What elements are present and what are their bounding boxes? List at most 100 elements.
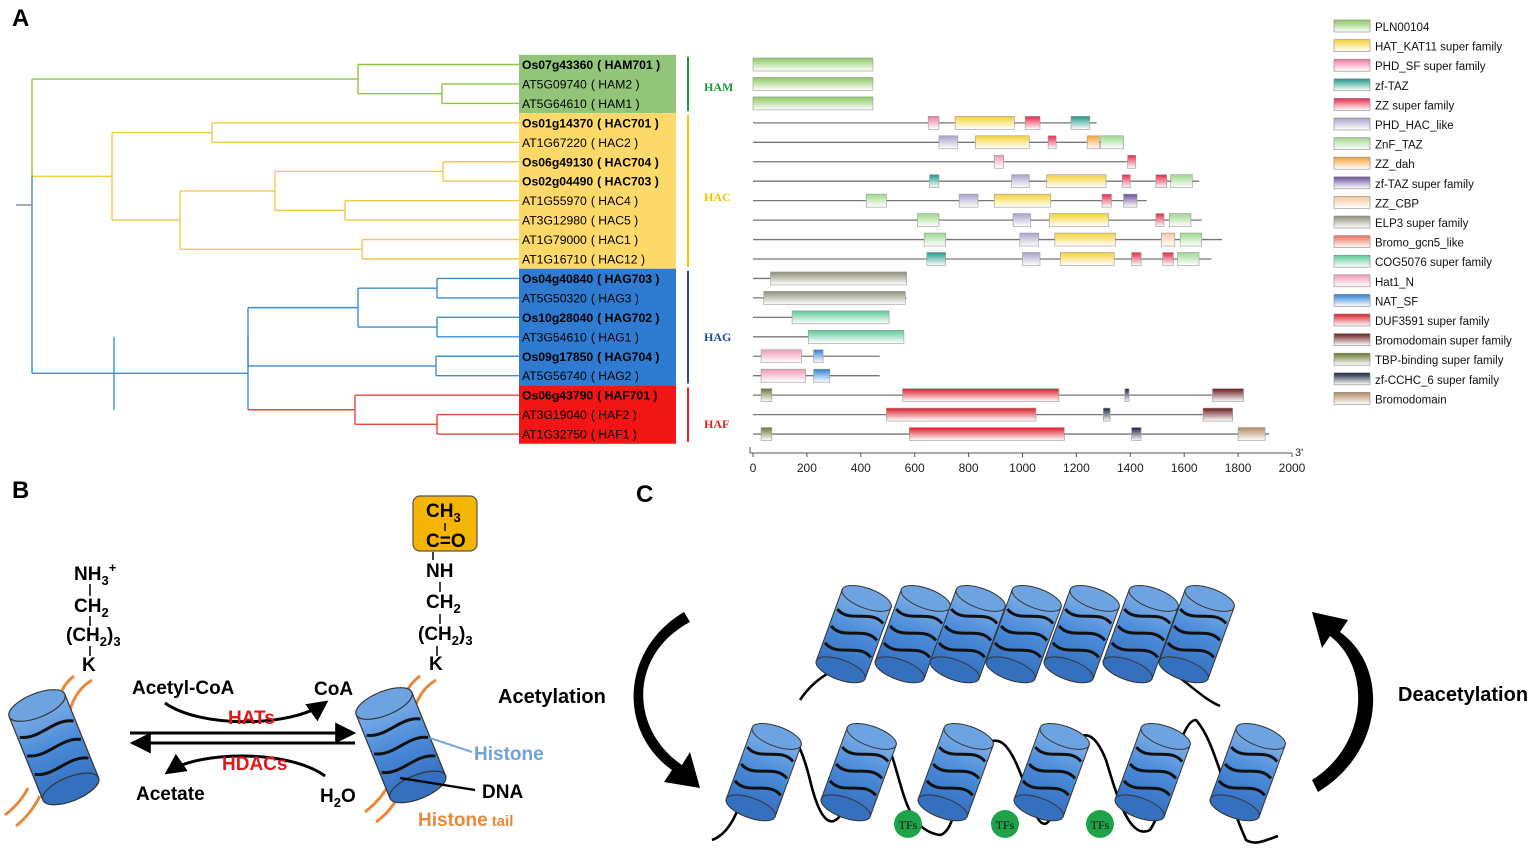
acetylation-label: Acetylation [498,686,606,708]
protein-domain [1202,407,1234,422]
dna-strand [381,754,436,774]
nucleosome [929,584,1006,684]
dna-strand [1051,641,1100,659]
dna-strand [950,607,999,625]
group-label: HAM [704,80,733,94]
dna-strand [1135,745,1184,763]
nucleosome [1013,722,1090,822]
gene-name: ( HAF2 ) [591,408,637,422]
dna-strand [834,762,884,780]
legend-swatch [1333,19,1371,33]
lysine-k-label: K [82,655,96,676]
dna-strand [993,641,1042,659]
protein-domain [1169,213,1192,227]
protein-domain [938,135,959,150]
protein-domain [752,57,874,72]
protein-domain [902,388,1060,402]
protein-domain [752,96,874,111]
protein-domain [1162,252,1174,266]
gene-label: AT1G55970( HAC4 ) [522,194,638,208]
protein-domain [1049,213,1110,227]
gene-name: ( HAG704 ) [597,350,659,364]
protein-domain [791,310,890,325]
tail-word: tail [492,813,514,830]
protein-domain [760,368,806,383]
protein-domain [1160,232,1176,247]
transcription-factor-label: TFs [1091,818,1110,832]
legend-swatch [1333,235,1371,248]
compact-chromatin [798,584,1235,708]
gene-name: ( HAM2 ) [591,77,640,91]
legend-swatch [1333,274,1371,288]
legend-swatch [1333,333,1371,346]
gene-label: Os09g17850 ( HAG704 ) [522,350,659,364]
dna-strand [1116,624,1166,642]
legend-swatch [1333,254,1371,268]
acetyl-coa-label: Acetyl-CoA [132,678,235,699]
gene-id: AT5G09740 [522,77,587,91]
hats-label: HATs [228,708,275,729]
legend-swatch [1333,215,1371,229]
gene-label: AT5G50320( HAG3 ) [522,291,639,305]
protein-domain [929,174,940,188]
protein-domain [958,193,979,208]
axis-tick-label: 400 [851,461,871,475]
legend-swatch [1333,117,1371,131]
gene-label: AT3G19040( HAF2 ) [522,408,637,422]
protein-domain [763,291,906,305]
gene-label: Os10g28040( HAG702 ) [522,311,659,325]
axis-tick-label: 1000 [1009,461,1036,475]
protein-domain [1121,174,1131,188]
panel-label-b: B [12,477,29,504]
gene-name: ( HAG702 ) [597,311,659,325]
protein-domain [1100,135,1124,150]
nucleosome-left [4,674,100,828]
lysine-k-label: K [429,654,443,675]
histone-cylinder-top [1039,722,1090,750]
axis-tick-label: 1400 [1117,461,1144,475]
dna-strand [366,717,421,737]
legend-swatch [1333,58,1371,72]
dna-strand [1057,624,1107,642]
protein-domain [926,252,946,266]
histone-tail [4,787,30,817]
legend-label: HAT_KAT11 super family [1375,42,1502,54]
legend-label: ELP3 super family [1375,218,1469,230]
legend-swatch [1333,294,1371,307]
legend-label: ZZ_dah [1375,159,1415,171]
protein-domain [954,116,1015,130]
gene-label: Os06g43790( HAF701 ) [522,389,657,403]
dna-strand [823,641,872,659]
histone-cylinder-top [8,689,66,722]
dna-strand [1034,745,1083,763]
acetate-label: Acetate [136,784,205,805]
dna-strand [1122,779,1171,797]
legend-swatch [1333,98,1371,111]
nucleosome-right [355,674,476,824]
gene-id: Os09g17850 [522,350,593,364]
nucleosome [1209,722,1286,822]
histone-cylinder-top [955,584,1006,612]
legend-swatch [1333,176,1371,190]
protein-domain [886,407,1037,422]
ch2-label: CH2 [426,592,461,616]
gene-id: AT1G55970 [522,194,587,208]
gene-label: AT1G67220( HAC2 ) [522,136,638,150]
gene-id: AT5G50320 [522,291,587,305]
gene-id: Os01g14370 [522,116,593,130]
gene-id: AT3G12980 [522,214,587,228]
axis-end-label: 3' [1295,447,1303,459]
gene-id: Os02g04490 [522,175,593,189]
dna-strand [1128,762,1178,780]
acetyl-coa-curve-arrow [164,700,329,724]
panel-label-a: A [12,5,29,32]
protein-domain [993,154,1004,169]
protein-domain [1212,388,1244,402]
legend-swatch [1333,156,1371,170]
dna-strand [888,624,938,642]
gene-id: AT1G16710 [522,253,587,267]
legend-label: ZZ super family [1375,100,1454,112]
